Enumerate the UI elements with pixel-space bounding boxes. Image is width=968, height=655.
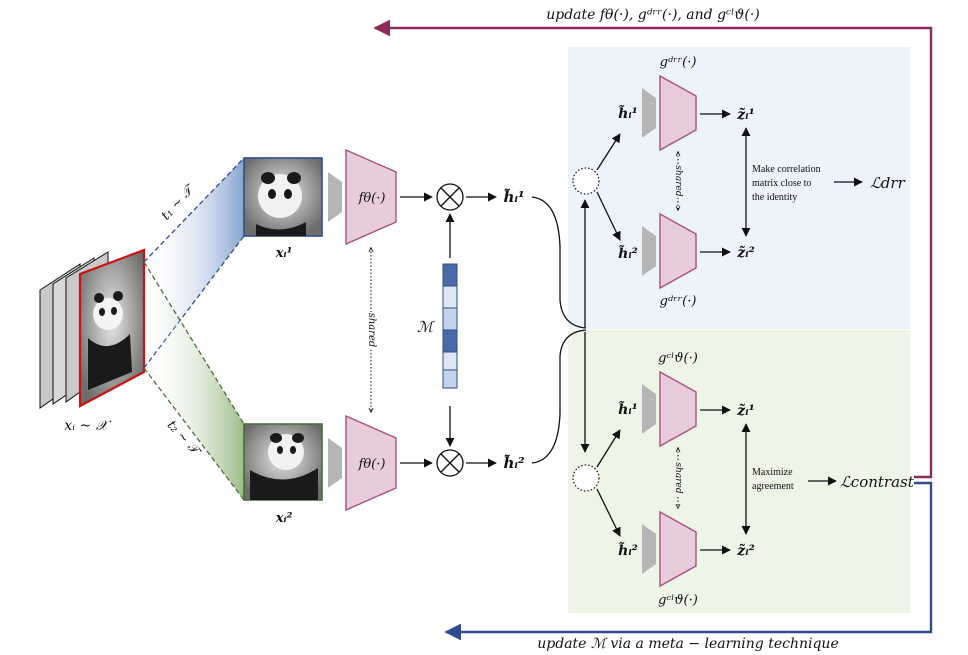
view2-beam bbox=[144, 262, 244, 500]
encoder-top bbox=[345, 148, 397, 246]
multiply-node-bottom bbox=[436, 449, 464, 477]
encoder-bottom-label: fθ(·) bbox=[358, 457, 386, 472]
update-mask-label: update ℳ via a meta − learning technique bbox=[537, 636, 838, 652]
cl-head-bottom bbox=[659, 510, 697, 588]
cl-objective-line1: Maximize bbox=[752, 467, 793, 478]
cl-head-top-label: gᶜˡϑ(·) bbox=[658, 351, 698, 366]
encoder1-input-chevron bbox=[328, 172, 342, 222]
input-image-stack bbox=[39, 248, 146, 409]
cl-z2-label: z̃ᵢ² bbox=[736, 542, 754, 559]
cl-h1-label: h̃ᵢ¹ bbox=[618, 400, 638, 418]
drr-shared-label: shared bbox=[673, 165, 683, 196]
cl-loss-label: ℒcontrast bbox=[840, 473, 915, 491]
view1-image bbox=[243, 157, 323, 237]
drr-h1-label: h̃ᵢ¹ bbox=[618, 104, 638, 122]
drr-split-node bbox=[572, 167, 600, 195]
input-label: xᵢ ~ 𝒳 bbox=[64, 418, 111, 434]
drr-objective-line3: the identity bbox=[752, 192, 797, 203]
drr-z2-label: z̃ᵢ² bbox=[736, 244, 754, 261]
cl-split-node bbox=[572, 464, 600, 492]
drr-loss-label: ℒdrr bbox=[870, 174, 906, 192]
drr-z1-label: z̃ᵢ¹ bbox=[736, 106, 754, 123]
mask-vector bbox=[442, 263, 458, 389]
update-params-label: update fθ(·), gᵈʳʳ(·), and gᶜˡϑ(·) bbox=[546, 7, 760, 23]
cl-objective-line2: agreement bbox=[752, 481, 794, 492]
update-params-arrow bbox=[373, 19, 933, 479]
view2-image bbox=[243, 423, 323, 501]
drr-head-bottom bbox=[659, 212, 697, 290]
merge-connector bbox=[531, 196, 587, 464]
view2-label: xᵢ² bbox=[275, 511, 293, 526]
cl-shared-label: shared bbox=[673, 462, 683, 493]
encoder2-input-chevron bbox=[328, 438, 342, 488]
encoder-shared-label: shared bbox=[366, 313, 377, 348]
cl-panel bbox=[568, 330, 910, 613]
drr-head-top-label: gᵈʳʳ(·) bbox=[660, 55, 697, 70]
drr-objective-line1: Make correlation bbox=[752, 164, 821, 175]
multiply-node-top bbox=[436, 183, 464, 211]
drr-panel bbox=[568, 47, 910, 329]
cl-head-bottom-label: gᶜˡϑ(·) bbox=[658, 593, 698, 608]
mask-label: ℳ bbox=[417, 318, 435, 336]
drr-h2-label: h̃ᵢ² bbox=[618, 244, 638, 262]
cl-z1-label: z̃ᵢ¹ bbox=[736, 402, 754, 419]
h1-label: h̃ᵢ¹ bbox=[503, 188, 524, 206]
h2-label: h̃ᵢ² bbox=[503, 454, 524, 472]
view1-label: xᵢ¹ bbox=[275, 246, 293, 261]
cl-head-top bbox=[659, 370, 697, 448]
drr-head-bottom-label: gᵈʳʳ(·) bbox=[660, 294, 697, 309]
encoder-bottom bbox=[345, 414, 397, 512]
drr-objective-line2: matrix close to bbox=[752, 178, 811, 189]
drr-head-top bbox=[659, 74, 697, 152]
cl-h2-label: h̃ᵢ² bbox=[618, 541, 638, 559]
update-mask-arrow bbox=[444, 481, 933, 641]
encoder-top-label: fθ(·) bbox=[358, 191, 386, 206]
